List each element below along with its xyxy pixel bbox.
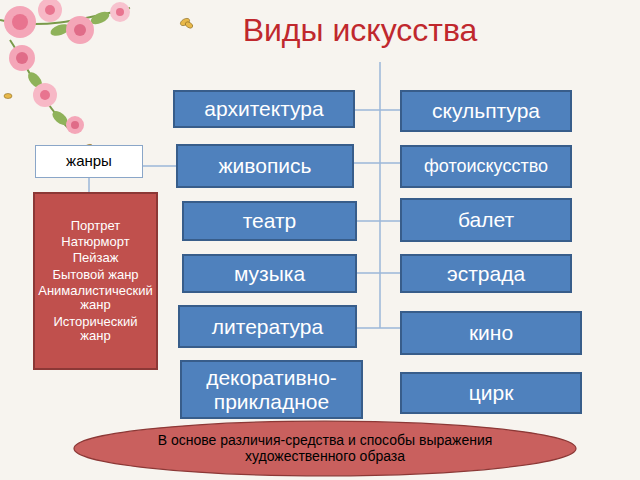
node-label: жанры [60,151,118,172]
node-label: литература [206,313,329,340]
art-form-box: кино [400,311,582,355]
art-form-box: музыка [182,254,357,293]
node-label: декоративно-прикладное [182,364,361,414]
node-label: театр [237,207,303,234]
art-form-box: эстрада [400,254,572,293]
flower-decoration [0,0,194,155]
node-label: фотоискусство [418,155,554,179]
node-label: эстрада [441,260,531,287]
note-ellipse: В основе различия-средства и способы выр… [72,420,578,477]
node-label: кино [463,319,519,346]
genre-name: Портрет [71,218,120,234]
genres-box: жанры [35,145,143,178]
connector-line [88,178,90,192]
ellipse-shape [74,421,576,476]
art-form-box: архитектура [173,90,355,128]
art-form-box: театр [182,201,357,241]
art-form-box: живопись [176,144,354,188]
art-form-box: скульптура [400,90,572,132]
genre-name: Анималистический жанр [38,283,153,314]
node-label: скульптура [426,97,546,124]
spine-lines [354,62,400,328]
genre-name: Натюрморт [61,234,129,250]
node-label: цирк [463,379,520,406]
art-form-box: балет [400,198,572,242]
note-text: В основе различия-средства и способы выр… [134,431,516,466]
genre-name: Бытовой жанр [52,267,138,283]
art-form-box: фотоискусство [400,145,572,188]
node-label: музыка [228,260,311,287]
art-form-box: цирк [400,372,582,414]
connector-line [143,165,176,167]
diagram-title: Виды искусства [190,12,530,49]
node-label: архитектура [198,95,329,122]
art-form-box: литература [178,305,357,348]
genre-list-box: ПортретНатюрмортПейзажБытовой жанрАнимал… [33,192,158,370]
node-label: балет [452,206,520,233]
node-label: живопись [213,152,318,179]
genre-name: Пейзаж [73,250,119,266]
art-form-box: декоративно-прикладное [180,360,363,419]
genre-name: Исторический жанр [38,314,153,345]
